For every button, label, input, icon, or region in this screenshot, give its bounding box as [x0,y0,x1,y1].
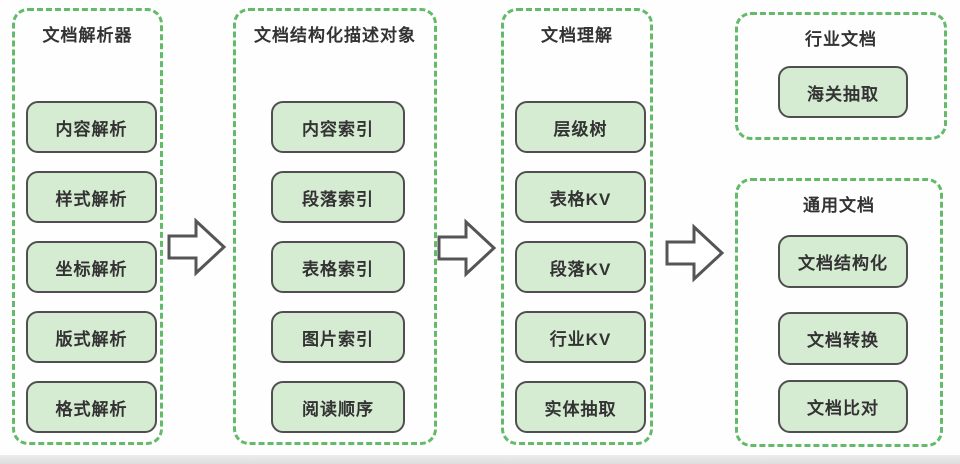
node-industry-kv: 行业KV [515,311,646,363]
panel-structured-description-object: 文档结构化描述对象 内容索引 段落索引 表格索引 图片索引 阅读顺序 [233,8,437,445]
panel-document-understanding: 文档理解 层级树 表格KV 段落KV 行业KV 实体抽取 [501,8,653,445]
node-reading-order: 阅读顺序 [271,381,405,433]
node-table-index: 表格索引 [271,241,405,293]
node-layout-parsing: 版式解析 [26,311,157,363]
node-customs-extraction: 海关抽取 [778,66,908,118]
panel-document-parser: 文档解析器 内容解析 样式解析 坐标解析 版式解析 格式解析 [12,8,163,445]
panel-title-document-parser: 文档解析器 [42,26,133,45]
arrow-right-icon [665,223,725,283]
node-coordinate-parsing: 坐标解析 [26,241,157,293]
node-style-parsing: 样式解析 [26,171,157,223]
node-document-structuring: 文档结构化 [778,235,908,288]
arrow-right-icon [437,218,497,278]
node-entity-extraction: 实体抽取 [515,381,646,433]
node-format-parsing: 格式解析 [26,381,157,433]
node-document-comparison: 文档比对 [778,380,908,433]
bottom-edge-strip [0,455,960,464]
panel-general-documents: 通用文档 文档结构化 文档转换 文档比对 [735,178,943,447]
node-content-parsing: 内容解析 [26,101,157,153]
node-paragraph-index: 段落索引 [271,171,405,223]
panel-industry-documents: 行业文档 海关抽取 [735,12,947,140]
panel-title-structured-description: 文档结构化描述对象 [254,26,416,45]
node-hierarchy-tree: 层级树 [515,101,646,153]
node-paragraph-kv: 段落KV [515,241,646,293]
node-document-conversion: 文档转换 [778,312,908,365]
node-image-index: 图片索引 [271,311,405,363]
panel-title-document-understanding: 文档理解 [541,26,613,45]
arrow-right-icon [167,217,227,277]
node-content-index: 内容索引 [271,101,405,153]
panel-title-industry-documents: 行业文档 [805,30,877,49]
node-table-kv: 表格KV [515,171,646,223]
panel-title-general-documents: 通用文档 [803,196,875,215]
